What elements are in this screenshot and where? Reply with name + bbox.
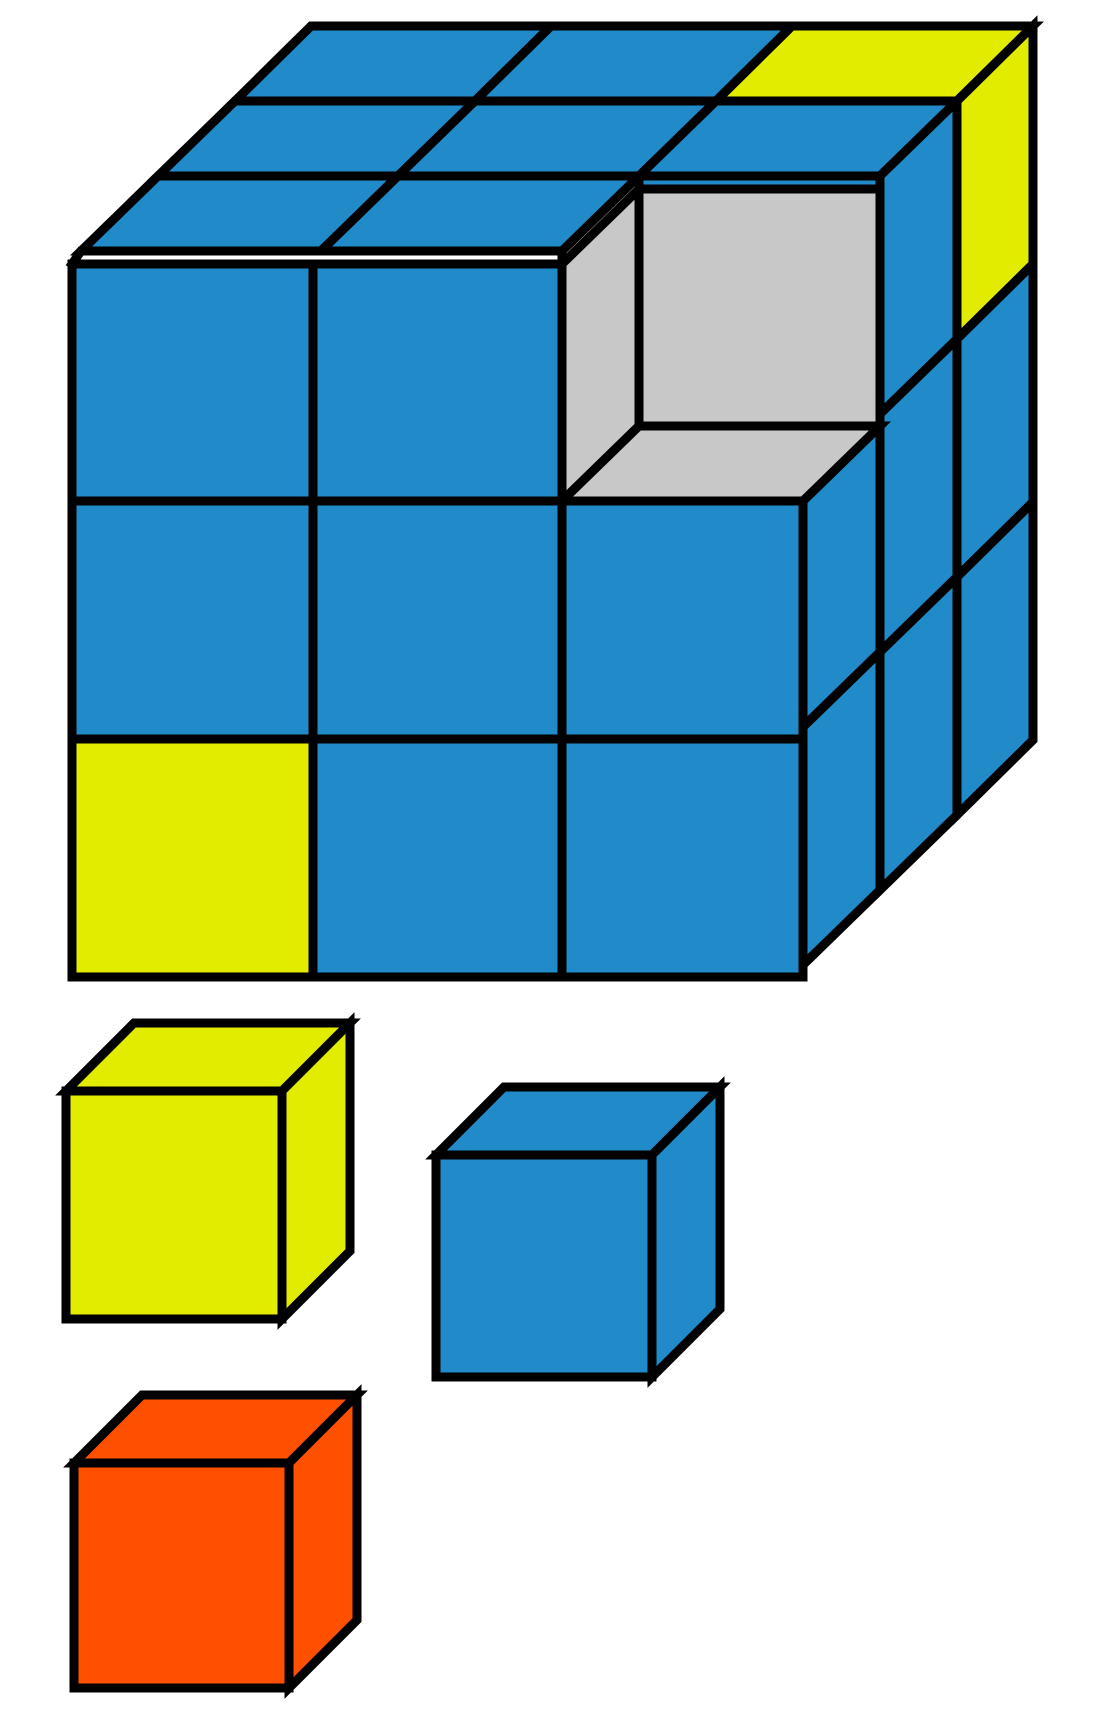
hole-back-wall <box>634 184 885 431</box>
large-cube-front-face <box>67 259 808 982</box>
loose-cube-orange <box>63 1384 368 1699</box>
right-face-cell <box>952 491 1038 826</box>
large-cube-top-face <box>69 21 1044 256</box>
front-face-cell <box>67 259 318 506</box>
large-cube <box>65 15 1044 982</box>
loose-cube-yellow <box>55 1012 361 1330</box>
loose-cube-front <box>69 1458 294 1693</box>
large-cube-right-face <box>798 15 1038 976</box>
front-face-cell <box>557 734 808 982</box>
large-cube-outline <box>65 246 567 271</box>
front-face-cell <box>308 496 567 744</box>
loose-cube-blue <box>425 1076 731 1388</box>
front-face-cell <box>308 259 567 506</box>
missing-cube-hole <box>550 171 892 512</box>
front-face-cell <box>557 496 808 744</box>
top-face-cell <box>634 171 885 194</box>
front-face-cell <box>67 496 318 744</box>
front-face-cell-yellow <box>67 734 318 982</box>
loose-cube-front <box>61 1086 287 1324</box>
front-face-cell <box>308 734 567 982</box>
loose-cube-front <box>431 1150 657 1382</box>
